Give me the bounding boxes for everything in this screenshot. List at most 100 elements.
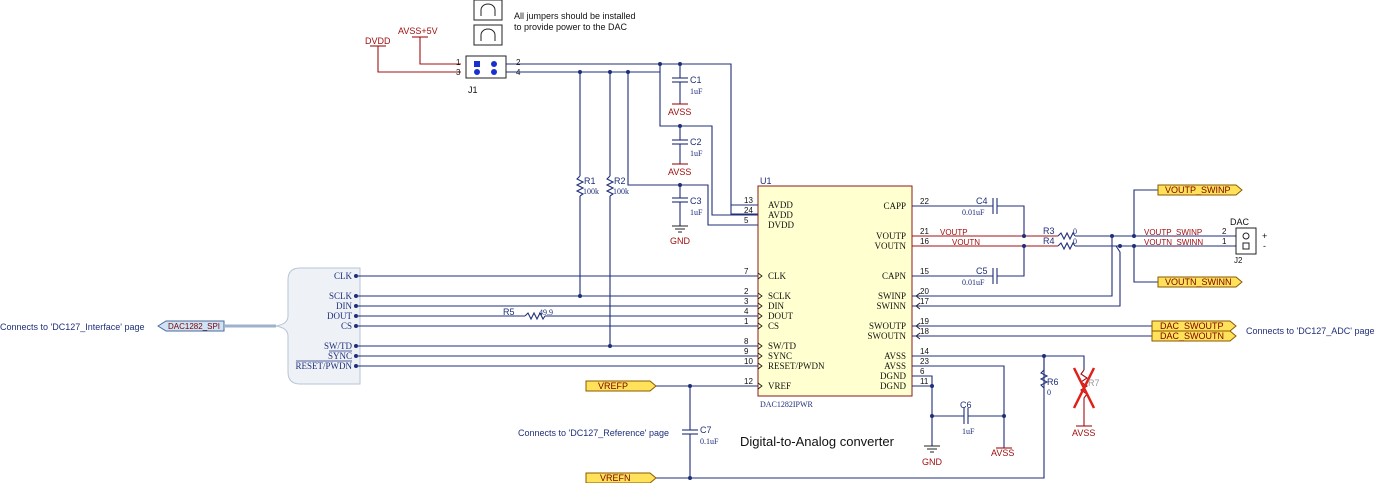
u1-pin-name: AVSS — [884, 361, 906, 371]
u1-pin-name: DIN — [768, 301, 784, 311]
u1-pin-number: 19 — [920, 317, 929, 326]
svg-text:VOUTN_SWINN: VOUTN_SWINN — [1165, 277, 1232, 287]
flag-voutn-swinn: VOUTN_SWINN — [1157, 276, 1243, 288]
svg-text:DAC_SWOUTP: DAC_SWOUTP — [1160, 321, 1224, 331]
svg-text:AVSS: AVSS — [668, 167, 691, 177]
svg-text:AVSS: AVSS — [1072, 428, 1095, 438]
u1-pin-number: 21 — [920, 227, 929, 236]
svg-text:1uF: 1uF — [690, 87, 703, 96]
u1-pin-name: CLK — [768, 271, 787, 281]
svg-text:R1: R1 — [584, 176, 596, 186]
svg-text:0.01uF: 0.01uF — [962, 208, 985, 217]
net-din: DIN — [336, 301, 352, 311]
svg-text:GND: GND — [922, 457, 943, 467]
output-labels: C4 0.01uF C5 0.01uF VOUTP VOUTN R3 0 R4 … — [940, 196, 1203, 436]
u1-pin-number: 4 — [744, 307, 749, 316]
flag-dac-swoutn: DAC_SWOUTN — [1151, 330, 1237, 342]
svg-text:DAC1282IPWR: DAC1282IPWR — [760, 400, 814, 409]
svg-text:C7: C7 — [700, 425, 712, 435]
u1-pin-number: 23 — [920, 357, 929, 366]
u1-pin-number: 13 — [744, 196, 753, 205]
svg-text:0.1uF: 0.1uF — [700, 437, 719, 446]
u1-pin-number: 22 — [920, 197, 929, 206]
net-voutp: VOUTP — [940, 228, 968, 237]
u1-pin-number: 1 — [744, 317, 749, 326]
capacitor-c1: C1 1uF AVSS — [668, 62, 703, 117]
flag-vrefp: VREFP — [598, 381, 628, 391]
net-sclk: SCLK — [329, 291, 353, 301]
svg-text:-: - — [1263, 241, 1266, 251]
u1-pin-number: 15 — [920, 267, 929, 276]
flag-dac-swoutp: DAC_SWOUTP — [1151, 320, 1237, 332]
u1-pin-number: 17 — [920, 297, 929, 306]
net-reset: RESET/PWDN — [295, 361, 352, 371]
svg-text:1uF: 1uF — [690, 149, 703, 158]
svg-text:R5: R5 — [503, 307, 515, 317]
u1-pin-number: 8 — [744, 337, 749, 346]
svg-text:100k: 100k — [583, 187, 599, 196]
u1-pin-number: 2 — [744, 287, 749, 296]
diagram-title: Digital-to-Analog converter — [740, 434, 895, 449]
j2-connector: DAC 2 1 + - J2 — [1222, 217, 1267, 265]
u1-pin-number: 14 — [920, 347, 929, 356]
vref-wiring: VREFP C7 0.1uF VREFN — [585, 356, 1045, 483]
svg-text:VOUTP_SWINP: VOUTP_SWINP — [1165, 185, 1231, 195]
u1-pin-name: SWOUTP — [869, 321, 906, 331]
spi-offpage-flag: DAC1282_SPI — [157, 320, 276, 332]
u1-pin-name: SCLK — [768, 291, 792, 301]
svg-text:2: 2 — [516, 58, 521, 67]
interface-note: Connects to 'DC127_Interface' page — [0, 322, 145, 332]
svg-text:U1: U1 — [760, 176, 772, 186]
u1-pin-name: DVDD — [768, 220, 794, 230]
ground-symbols: GND AVSS — [922, 445, 1014, 467]
net-voutp-swinp: VOUTP_SWINP — [1144, 228, 1202, 237]
u1-pin-number: 16 — [920, 237, 929, 246]
net-sync: SYNC — [328, 351, 352, 361]
svg-text:DAC1282_SPI: DAC1282_SPI — [168, 322, 220, 331]
svg-text:+: + — [1262, 231, 1267, 241]
net-clk: CLK — [334, 271, 353, 281]
svg-text:49.9: 49.9 — [539, 308, 553, 317]
svg-text:DAC_SWOUTN: DAC_SWOUTN — [1160, 331, 1224, 341]
svg-text:C4: C4 — [976, 196, 988, 206]
jumper-note-line1: All jumpers should be installed — [514, 11, 636, 21]
capacitor-c2: C2 1uF AVSS — [668, 124, 703, 177]
adc-note: Connects to 'DC127_ADC' page — [1246, 326, 1375, 336]
svg-text:C2: C2 — [690, 137, 702, 147]
jumper-note-line2: to provide power to the DAC — [514, 22, 628, 32]
u1-pin-name: SYNC — [768, 351, 792, 361]
interface-bus-bracket — [275, 267, 361, 385]
u1-pin-name: AVDD — [768, 200, 793, 210]
u1-pin-name: AVDD — [768, 210, 793, 220]
u1-right-pins: 22CAPP21VOUTP16VOUTN15CAPN20SWINP17SWINN… — [868, 197, 932, 391]
u1-pin-number: 3 — [744, 297, 749, 306]
u1-pin-name: CAPP — [883, 201, 906, 211]
u1-pin-name: DGND — [880, 381, 906, 391]
u1-pin-name: SW/TD — [768, 341, 796, 351]
svg-text:2: 2 — [1222, 227, 1227, 236]
u1-pin-name: VREF — [768, 381, 791, 391]
u1-pin-name: VOUTP — [876, 231, 906, 241]
svg-text:AVSS+5V: AVSS+5V — [398, 26, 438, 36]
u1-pin-number: 9 — [744, 347, 749, 356]
u1-pin-number: 20 — [920, 287, 929, 296]
j1-jumper: 1 3 2 4 J1 — [456, 55, 521, 95]
svg-text:R3: R3 — [1043, 226, 1055, 236]
svg-text:R7: R7 — [1088, 378, 1100, 388]
u1-dac1282: U1 DAC1282IPWR — [757, 176, 913, 409]
u1-pin-name: CS — [768, 321, 779, 331]
u1-pin-name: AVSS — [884, 351, 906, 361]
net-swtd: SW/TD — [324, 341, 352, 351]
u1-pin-name: VOUTN — [875, 241, 907, 251]
svg-text:C5: C5 — [976, 266, 988, 276]
net-voutn-swinn: VOUTN_SWINN — [1144, 238, 1203, 247]
u1-pin-name: CAPN — [882, 271, 907, 281]
resistor-r5-label: R5 49.9 — [503, 307, 553, 317]
u1-pin-number: 10 — [744, 357, 753, 366]
net-dout: DOUT — [327, 311, 352, 321]
svg-text:0.01uF: 0.01uF — [962, 278, 985, 287]
u1-pin-name: DOUT — [768, 311, 793, 321]
